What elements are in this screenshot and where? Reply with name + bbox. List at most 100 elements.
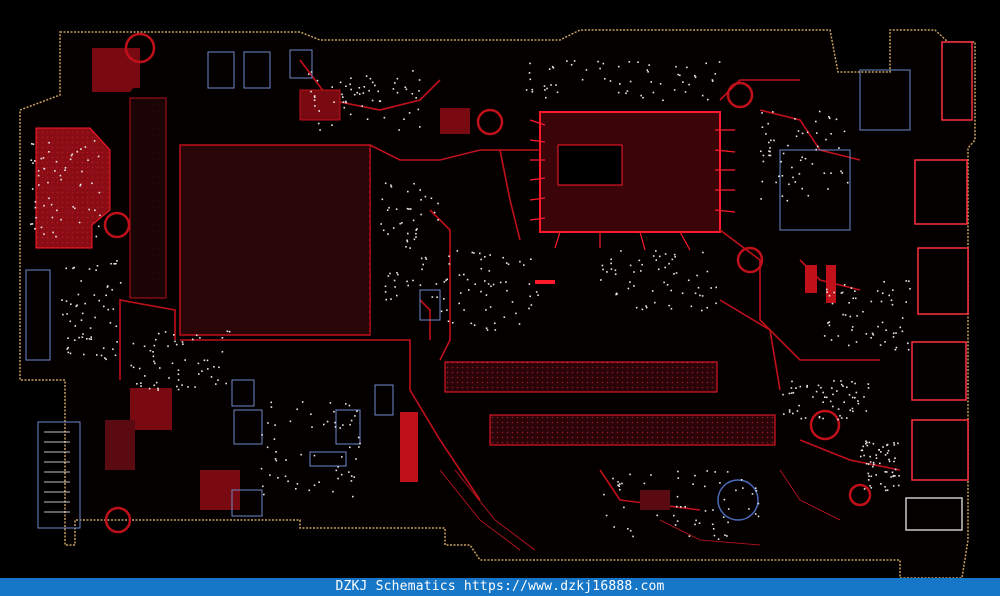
via-dot	[415, 232, 417, 235]
via-dot	[387, 233, 389, 235]
via-dot	[30, 223, 32, 225]
via-dot	[663, 281, 665, 284]
via-dot	[671, 258, 674, 261]
via-dot	[54, 170, 56, 172]
via-dot	[388, 206, 390, 209]
via-dot	[66, 348, 69, 350]
via-dot	[115, 262, 117, 265]
via-dot	[726, 535, 728, 537]
via-dot	[856, 315, 858, 317]
via-dot	[378, 100, 381, 103]
via-dot	[287, 480, 289, 483]
via-dot	[681, 292, 684, 294]
via-dot	[313, 484, 316, 486]
via-dot	[867, 383, 870, 385]
via-dot	[769, 154, 772, 157]
via-dot	[528, 283, 531, 285]
via-dot	[891, 471, 894, 474]
via-dot	[843, 401, 845, 403]
via-dot	[840, 383, 843, 386]
via-dot	[798, 173, 801, 175]
via-dot	[114, 354, 117, 357]
via-dot	[345, 85, 347, 87]
via-dot	[226, 330, 229, 333]
via-dot	[80, 319, 83, 321]
via-dot	[93, 294, 96, 296]
via-dot	[886, 443, 889, 446]
via-dot	[806, 386, 808, 388]
via-dot	[824, 396, 826, 398]
via-dot	[566, 60, 568, 62]
via-dot	[87, 159, 89, 161]
via-dot	[409, 208, 412, 210]
via-dot	[396, 272, 398, 274]
via-dot	[841, 291, 844, 294]
via-dot	[762, 154, 765, 157]
via-dot	[876, 290, 879, 292]
via-dot	[893, 442, 895, 444]
via-dot	[371, 99, 374, 102]
via-dot	[81, 170, 83, 173]
via-dot	[865, 462, 868, 465]
via-dot	[818, 416, 821, 419]
via-dot	[625, 92, 627, 95]
via-dot	[807, 194, 810, 197]
via-dot	[339, 81, 342, 84]
via-dot	[884, 486, 886, 488]
via-dot	[43, 167, 45, 170]
via-dot	[56, 209, 58, 212]
via-dot	[884, 341, 886, 343]
via-dot	[69, 158, 72, 161]
via-dot	[79, 184, 81, 187]
via-dot	[781, 175, 784, 177]
via-dot	[868, 441, 871, 444]
via-dot	[408, 112, 411, 114]
via-dot	[878, 449, 880, 451]
via-dot	[407, 284, 409, 287]
via-dot	[424, 195, 427, 198]
via-dot	[350, 88, 352, 91]
via-dot	[820, 386, 822, 389]
via-dot	[712, 509, 714, 511]
via-dot	[713, 534, 716, 537]
via-dot	[69, 320, 72, 323]
via-dot	[489, 254, 491, 256]
via-dot	[90, 338, 93, 340]
via-dot	[413, 182, 415, 185]
via-dot	[153, 360, 155, 363]
via-dot	[718, 61, 721, 63]
via-dot	[880, 483, 882, 485]
via-dot	[181, 341, 184, 343]
via-dot	[676, 495, 679, 498]
via-dot	[884, 454, 887, 456]
via-dot	[273, 438, 276, 440]
via-dot	[670, 289, 672, 292]
via-dot	[712, 528, 715, 530]
via-dot	[80, 280, 82, 282]
via-dot	[654, 301, 656, 304]
via-dot	[872, 442, 875, 445]
via-dot	[617, 65, 620, 68]
via-dot	[851, 326, 854, 328]
via-dot	[350, 77, 352, 79]
via-dot	[722, 516, 725, 518]
via-dot	[473, 252, 475, 254]
via-dot	[275, 459, 278, 462]
via-dot	[863, 488, 866, 490]
via-dot	[484, 256, 486, 258]
via-dot	[706, 306, 708, 309]
via-dot	[618, 485, 620, 487]
via-dot	[60, 218, 62, 221]
via-dot	[612, 477, 614, 480]
via-dot	[830, 133, 832, 135]
via-dot	[861, 449, 864, 452]
via-dot	[865, 410, 868, 412]
memory-chip-row-bottom	[489, 414, 776, 446]
via-dot	[610, 268, 613, 270]
via-dot	[782, 393, 784, 396]
via-dot	[614, 273, 617, 275]
via-dot	[431, 296, 434, 298]
via-dot	[837, 418, 839, 421]
via-dot	[792, 391, 795, 394]
via-dot	[177, 388, 180, 391]
